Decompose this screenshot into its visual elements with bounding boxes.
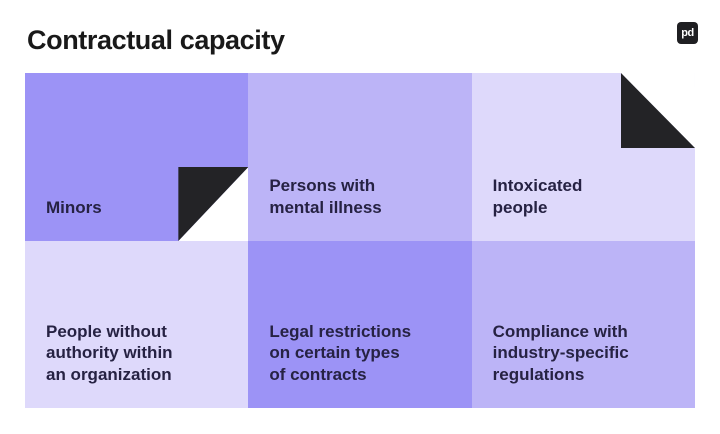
cell-minors: Minors xyxy=(25,73,249,241)
cell-label: People without authority within an organ… xyxy=(46,321,173,386)
label-line: an organization xyxy=(46,364,172,384)
label-line: Compliance with xyxy=(492,321,628,341)
label-line: of contracts xyxy=(269,364,367,384)
cell-intoxicated-people: Intoxicated people xyxy=(471,73,695,241)
label-line: industry-specific xyxy=(492,343,629,362)
cell-label: Compliance with industry-specific regula… xyxy=(493,321,629,386)
label-line: Legal restrictions xyxy=(269,321,412,341)
label-line: mental illness xyxy=(269,197,382,217)
folded-corner xyxy=(178,167,249,241)
cell-persons-mental-illness: Persons with mental illness xyxy=(248,73,472,241)
cell-people-without-authority: People without authority within an organ… xyxy=(25,241,249,408)
cell-label: Legal restrictions on certain types of c… xyxy=(269,321,411,386)
cell-legal-restrictions: Legal restrictions on certain types of c… xyxy=(248,241,472,408)
cell-label: Persons with mental illness xyxy=(269,175,381,218)
label-line: regulations xyxy=(492,364,585,384)
label-line: Minors xyxy=(46,197,102,217)
label-line: on certain types xyxy=(269,343,400,362)
label-line: authority within xyxy=(46,343,173,362)
cell-label: Intoxicated people xyxy=(493,175,583,218)
cell-label: Minors xyxy=(46,197,102,219)
cell-compliance-regulations: Compliance with industry-specific regula… xyxy=(471,241,695,408)
label-line: Persons with xyxy=(269,176,376,195)
page-title: Contractual capacity xyxy=(27,25,285,55)
pandadoc-logo: pd xyxy=(677,22,698,44)
pandadoc-logo-text: pd xyxy=(681,27,694,39)
folded-corner xyxy=(620,73,695,148)
label-line: Intoxicated xyxy=(492,176,583,195)
label-line: people xyxy=(492,197,548,217)
capacity-grid: Minors Persons with mental illness Intox… xyxy=(25,73,695,408)
label-line: People without xyxy=(46,321,167,341)
